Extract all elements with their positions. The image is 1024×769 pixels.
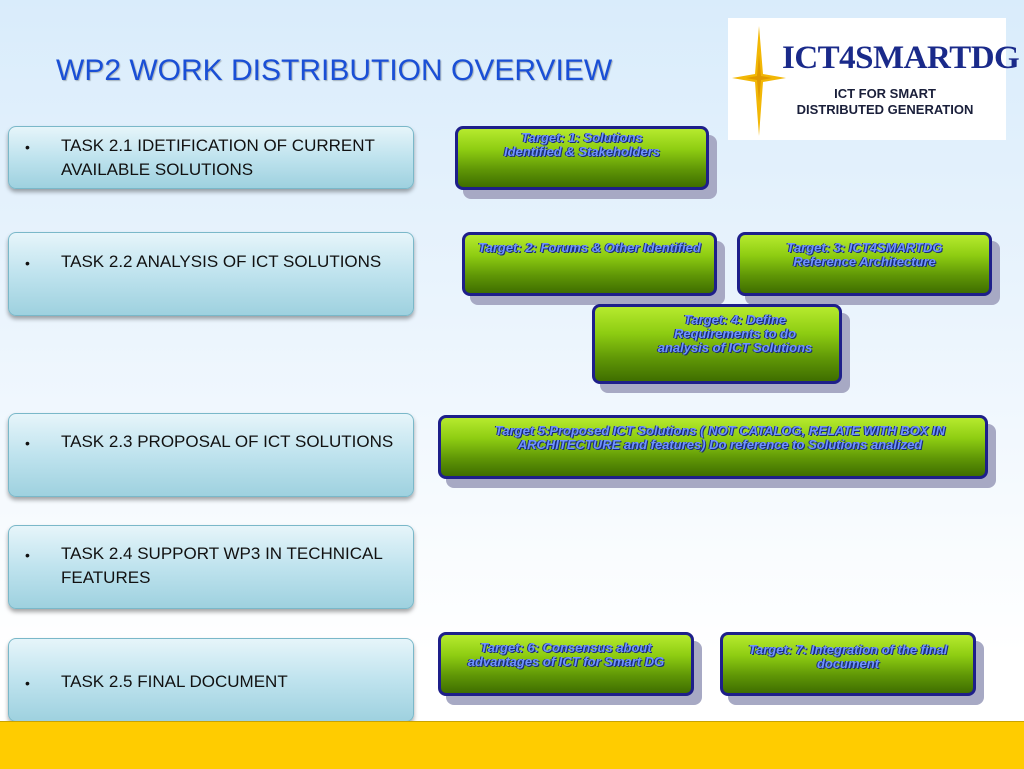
task-2-5-box: • TASK 2.5 FINAL DOCUMENT bbox=[8, 638, 414, 722]
task-label: TASK 2.1 IDETIFICATION OF CURRENT AVAILA… bbox=[61, 136, 375, 179]
target-text: Target: 2: Forums & Other Identified bbox=[478, 240, 701, 255]
task-label: TASK 2.3 PROPOSAL OF ICT SOLUTIONS bbox=[61, 432, 394, 451]
bullet: • bbox=[25, 547, 30, 563]
bullet: • bbox=[25, 255, 30, 271]
task-label: TASK 2.4 SUPPORT WP3 IN TECHNICAL FEATUR… bbox=[61, 544, 383, 587]
footer-bar bbox=[0, 721, 1024, 769]
target-3-box: Target: 3: ICT4SMARTDG Reference Archite… bbox=[737, 232, 1000, 305]
bullet: • bbox=[25, 675, 30, 691]
target-text: Target: 7: Integration of the final docu… bbox=[748, 642, 948, 671]
target-2-box: Target: 2: Forums & Other Identified bbox=[462, 232, 725, 305]
logo-subtitle-line2: DISTRIBUTED GENERATION bbox=[796, 102, 974, 117]
task-2-4-box: • TASK 2.4 SUPPORT WP3 IN TECHNICAL FEAT… bbox=[8, 525, 414, 609]
target-text: Target: 6: Consensus about advantages of… bbox=[467, 640, 665, 669]
logo-subtitle-line1: ICT FOR SMART bbox=[834, 86, 936, 101]
target-text: Target: 4: Define Requirements to do ana… bbox=[657, 312, 813, 355]
target-5-box: Target 5:Proposed ICT Solutions ( NOT CA… bbox=[438, 415, 996, 488]
star-icon bbox=[732, 26, 786, 136]
target-text: Target: 3: ICT4SMARTDG Reference Archite… bbox=[786, 240, 943, 269]
bullet: • bbox=[25, 435, 30, 451]
logo-name: ICT4SMARTDG bbox=[782, 40, 1020, 76]
target-4-box: Target: 4: Define Requirements to do ana… bbox=[592, 304, 850, 393]
bullet: • bbox=[25, 139, 30, 155]
target-text: Target: 1: Solutions Identified & Stakeh… bbox=[503, 130, 661, 159]
target-7-box: Target: 7: Integration of the final docu… bbox=[720, 632, 984, 705]
logo: ICT4SMARTDG ICT FOR SMART DISTRIBUTED GE… bbox=[728, 18, 1020, 140]
target-1-box: Target: 1: Solutions Identified & Stakeh… bbox=[455, 126, 717, 199]
task-label: TASK 2.2 ANALYSIS OF ICT SOLUTIONS bbox=[61, 252, 382, 271]
task-2-2-box: • TASK 2.2 ANALYSIS OF ICT SOLUTIONS bbox=[8, 232, 414, 316]
target-text: Target 5:Proposed ICT Solutions ( NOT CA… bbox=[494, 423, 946, 452]
task-2-1-box: • TASK 2.1 IDETIFICATION OF CURRENT AVAI… bbox=[8, 126, 414, 189]
task-label: TASK 2.5 FINAL DOCUMENT bbox=[61, 672, 288, 691]
task-2-3-box: • TASK 2.3 PROPOSAL OF ICT SOLUTIONS bbox=[8, 413, 414, 497]
slide-title: WP2 WORK DISTRIBUTION OVERVIEW bbox=[56, 54, 613, 87]
target-6-box: Target: 6: Consensus about advantages of… bbox=[438, 632, 702, 705]
